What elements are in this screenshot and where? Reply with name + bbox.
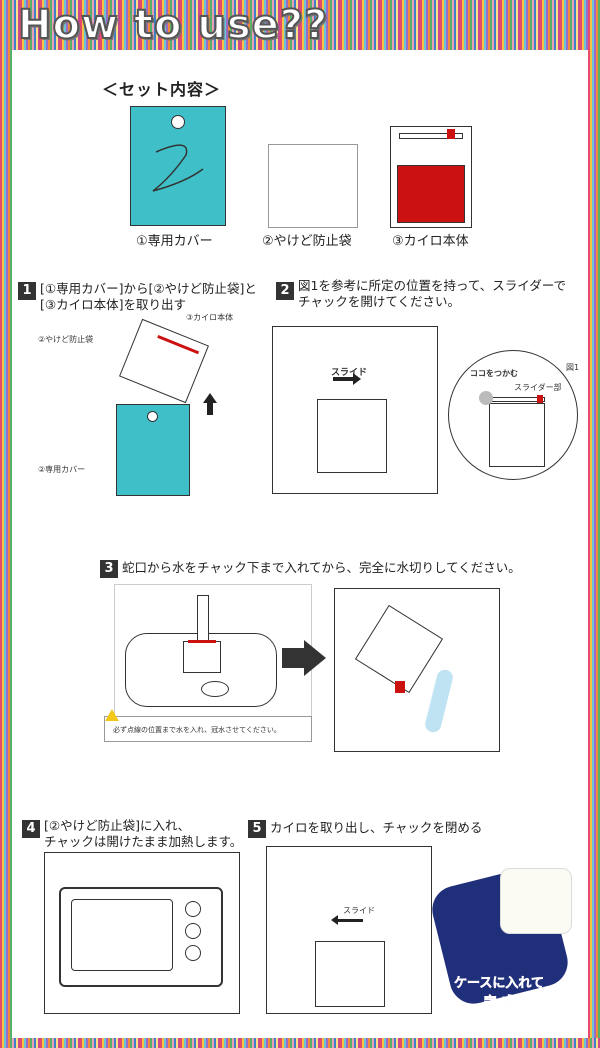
finish-text: ケースに入れて 完 成 [454, 976, 544, 1011]
left-arrow-head [331, 915, 338, 925]
figure-1-pouch [489, 403, 545, 467]
step-2-photo-frame: スライド [272, 326, 438, 494]
step-5-text: カイロを取り出し、チャックを閉める [270, 820, 483, 835]
right-arrow-icon [333, 377, 355, 381]
sink-drain [201, 681, 229, 697]
step-3-text: 蛇口から水をチャック下まで入れてから、完全に水切りしてください。 [122, 560, 521, 575]
striped-border-bottom [0, 1038, 600, 1048]
finished-heater-pad [500, 868, 572, 934]
step-2-slide-label: スライド [331, 368, 368, 378]
microwave [59, 887, 223, 987]
step-4-microwave-frame [44, 852, 240, 1014]
step-2-text: 図1を参考に所定の位置を持って、スライダーで チャックを開けてください。 [298, 278, 566, 309]
page-title: How to use?? [17, 1, 329, 49]
left-arrow-icon [337, 919, 363, 922]
water-stream [423, 668, 455, 734]
step-2-pouch [317, 399, 387, 473]
step-1-label-heater: ③カイロ本体 [186, 313, 234, 322]
sink-illustration [114, 584, 312, 718]
step-4-number: 4 [22, 820, 40, 838]
step-4-text: [②やけど防止袋]に入れ、 チャックは開けたまま加熱します。 [44, 818, 243, 849]
step-5-photo-frame: スライド [266, 846, 432, 1014]
burn-guard-bag-illustration [268, 144, 358, 228]
striped-border-right [588, 0, 600, 1048]
step-1-label-bag: ②やけど防止袋 [38, 335, 94, 344]
up-arrow-icon [203, 393, 217, 403]
step-3-arrow-head [304, 640, 326, 676]
warning-icon [105, 709, 119, 721]
figure-1-circle [448, 350, 578, 480]
step-3-warning-box: 必ず点線の位置まで水を入れ、冠水させてください。 [104, 709, 312, 742]
figure-1-slider-tab [537, 395, 543, 403]
pouch-slider-tab [395, 681, 405, 693]
figure-1-label: 図1 [566, 363, 580, 372]
step-2-number: 2 [276, 282, 294, 300]
step-5-slide-label: スライド [343, 906, 375, 915]
filling-pouch [183, 640, 221, 673]
step-1-cover-illustration [116, 404, 190, 496]
figure-1-grab-highlight [479, 391, 493, 405]
step-3-drain-frame [334, 588, 500, 752]
step-5-number: 5 [248, 820, 266, 838]
cover-illustration [130, 106, 226, 226]
step-1-number: 1 [18, 282, 36, 300]
heater-illustration [390, 126, 472, 228]
set-item-label-cover: ①専用カバー [136, 234, 213, 249]
microwave-dial-1 [185, 901, 201, 917]
microwave-dial-3 [185, 945, 201, 961]
draining-pouch [354, 604, 444, 694]
microwave-dial-2 [185, 923, 201, 939]
striped-border-left [0, 0, 12, 1048]
step-3-warning-text: 必ず点線の位置まで水を入れ、冠水させてください。 [113, 726, 281, 734]
figure-1-slider-label: スライダー部 [514, 383, 562, 392]
step-1-label-cover: ②専用カバー [38, 465, 86, 474]
step-3-number: 3 [100, 560, 118, 578]
up-arrow-shaft [207, 403, 213, 415]
set-contents-title: ＜セット内容＞ [102, 80, 222, 99]
set-item-label-bag: ②やけど防止袋 [262, 234, 352, 249]
figure-1-grab-label: ココをつかむ [470, 369, 518, 378]
striped-border-top [0, 0, 600, 50]
right-arrow-head [353, 373, 361, 385]
step-1-text: [①専用カバー]から[②やけど防止袋]と [③カイロ本体]を取り出す [40, 281, 257, 312]
step-3-arrow-icon [282, 648, 304, 668]
step-5-pouch [315, 941, 385, 1007]
set-item-label-heater: ③カイロ本体 [392, 234, 469, 249]
microwave-window [71, 899, 173, 971]
